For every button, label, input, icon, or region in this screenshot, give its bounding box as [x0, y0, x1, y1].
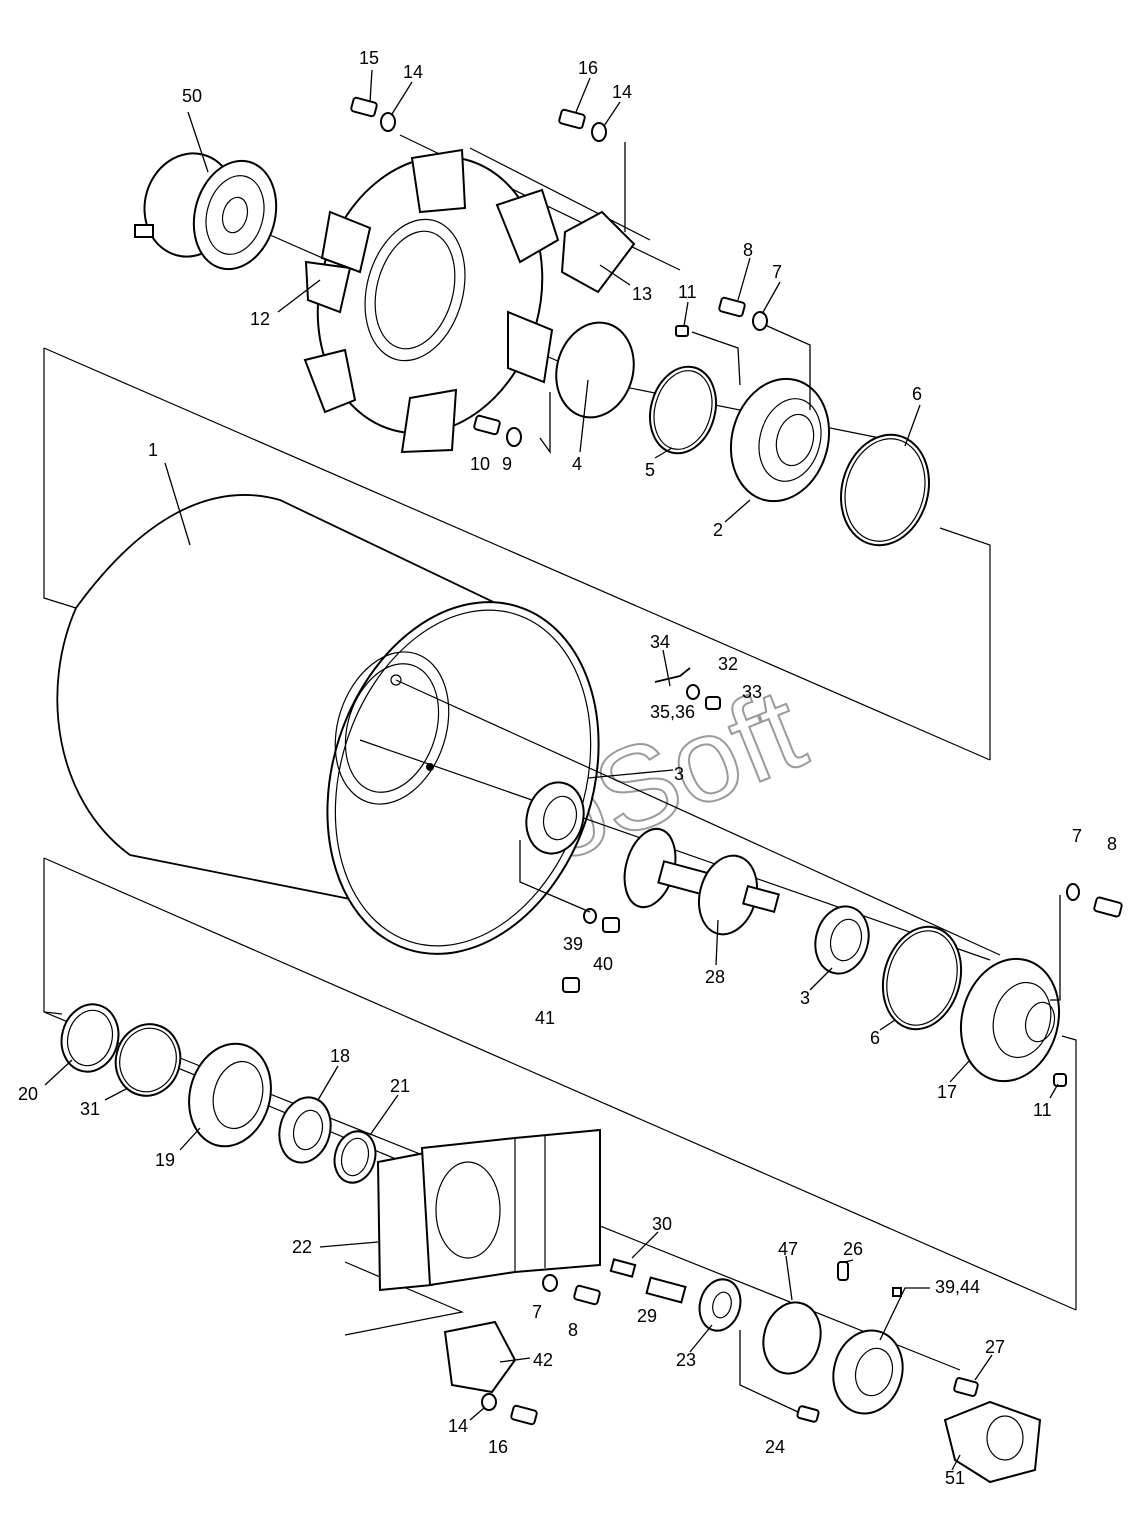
- cover-4: [555, 321, 635, 419]
- motor-50: [134, 152, 278, 271]
- sprocket-12: [303, 148, 560, 454]
- ring-21: [333, 1130, 377, 1184]
- fasteners-top: [350, 96, 768, 447]
- callout-14-bottom: 14: [448, 1416, 468, 1436]
- callout-39-44: 39,44: [935, 1277, 980, 1297]
- callout-7-bottom: 7: [532, 1302, 542, 1322]
- callout-27: 27: [985, 1337, 1005, 1357]
- callout-19: 19: [155, 1150, 175, 1170]
- callout-9: 9: [502, 454, 512, 474]
- callout-5: 5: [645, 460, 655, 480]
- callout-30: 30: [652, 1214, 672, 1234]
- motor-51: [943, 1400, 1042, 1484]
- callout-8-top: 8: [743, 240, 753, 260]
- callout-1: 1: [148, 440, 158, 460]
- callout-4: 4: [572, 454, 582, 474]
- callout-17: 17: [937, 1082, 957, 1102]
- housing-2: [729, 377, 831, 503]
- hub-17: [959, 957, 1061, 1083]
- shaft-28: [623, 827, 781, 936]
- pin-29: [645, 1276, 687, 1304]
- callout-35-36: 35,36: [650, 702, 695, 722]
- callout-labels: 50 15 14 16 14 12 13 8 7 11 6 10 9 4 5 2…: [18, 48, 1117, 1488]
- callout-7-top: 7: [772, 262, 782, 282]
- callout-14-top: 14: [403, 62, 423, 82]
- callout-6-top: 6: [912, 384, 922, 404]
- gasket-47: [762, 1301, 822, 1375]
- callout-14-right: 14: [612, 82, 632, 102]
- callout-3-top: 3: [674, 764, 684, 784]
- o-ring-6-bottom: [881, 925, 963, 1031]
- o-ring-5: [649, 365, 717, 455]
- callout-33: 33: [742, 682, 762, 702]
- callout-34: 34: [650, 632, 670, 652]
- callout-6-bottom: 6: [870, 1028, 880, 1048]
- callout-11-right: 11: [1033, 1100, 1052, 1120]
- bearing-18: [278, 1096, 332, 1164]
- callout-2: 2: [713, 520, 723, 540]
- callout-31: 31: [80, 1099, 100, 1119]
- callout-24: 24: [765, 1437, 785, 1457]
- callout-18: 18: [330, 1046, 350, 1066]
- callout-47: 47: [778, 1239, 798, 1259]
- fasteners-middle: [562, 667, 1123, 1087]
- callout-10: 10: [470, 454, 490, 474]
- callout-40: 40: [593, 954, 613, 974]
- callout-51: 51: [945, 1468, 965, 1488]
- callout-21: 21: [390, 1076, 410, 1096]
- callout-26: 26: [843, 1239, 863, 1259]
- pad-13: [560, 210, 636, 294]
- brake-housing: [832, 1329, 904, 1415]
- callout-3-bottom: 3: [800, 988, 810, 1008]
- bearing-3-left: [525, 781, 585, 855]
- callout-8-bottom: 8: [568, 1320, 578, 1340]
- callout-50: 50: [182, 86, 202, 106]
- callout-32: 32: [718, 654, 738, 674]
- callout-13: 13: [632, 284, 652, 304]
- callout-20: 20: [18, 1084, 38, 1104]
- callout-28: 28: [705, 967, 725, 987]
- coupling-23: [698, 1278, 742, 1332]
- callout-7-right: 7: [1072, 826, 1082, 846]
- bracket-22: [376, 1128, 601, 1292]
- pad-42: [443, 1320, 517, 1394]
- callout-16-bottom: 16: [488, 1437, 508, 1457]
- housing-19: [188, 1042, 272, 1148]
- o-ring-6-top: [840, 433, 930, 547]
- callout-41: 41: [535, 1008, 555, 1028]
- callout-22: 22: [292, 1237, 312, 1257]
- leader-lines: [44, 69, 1061, 1471]
- spring-30: [609, 1258, 637, 1278]
- callout-39: 39: [563, 934, 583, 954]
- callout-16-top: 16: [578, 58, 598, 78]
- fasteners-bottom: [481, 1261, 979, 1426]
- callout-29: 29: [637, 1306, 657, 1326]
- callout-15: 15: [359, 48, 379, 68]
- seal-20: [60, 1003, 120, 1073]
- bearing-3-right: [814, 905, 870, 975]
- drum-shell: [56, 494, 600, 955]
- callout-23: 23: [676, 1350, 696, 1370]
- callout-11-top: 11: [678, 282, 697, 302]
- callout-8-right: 8: [1107, 834, 1117, 854]
- callout-42: 42: [533, 1350, 553, 1370]
- o-ring-31: [114, 1023, 182, 1097]
- callout-12: 12: [250, 309, 270, 329]
